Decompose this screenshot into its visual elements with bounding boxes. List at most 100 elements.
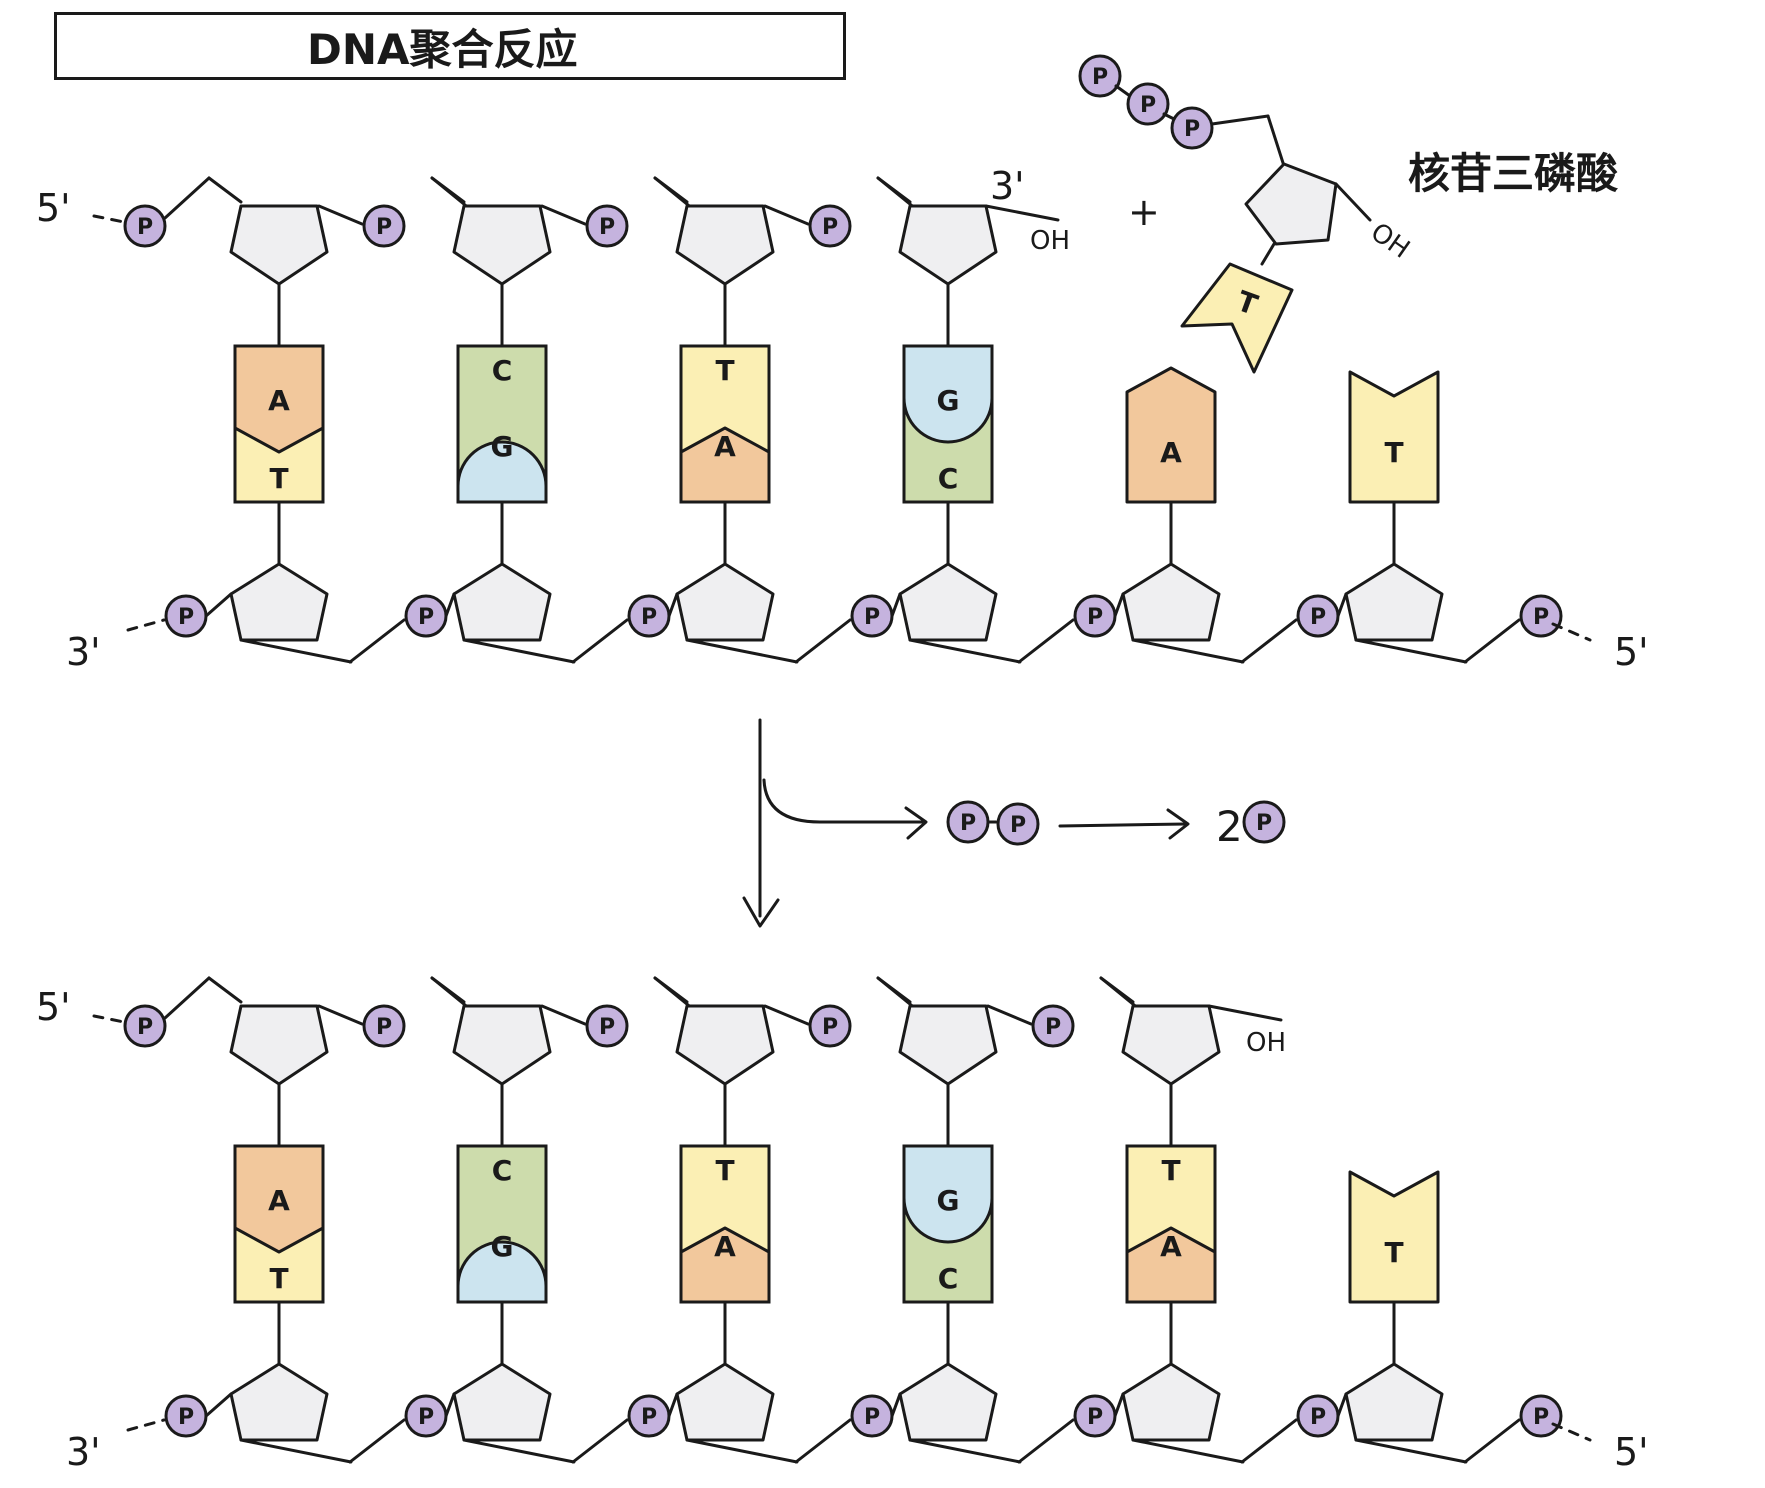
template-top-link-c bbox=[763, 204, 810, 226]
template-top-phosphate: P bbox=[123, 204, 167, 248]
phosphate-label: P bbox=[1087, 605, 1103, 630]
template-bottom-sugar bbox=[675, 562, 775, 642]
pyrophosphate-p1: P bbox=[946, 800, 990, 844]
product-top-sugar bbox=[1121, 1004, 1221, 1086]
bottom-strand-three-prime-label: 3' bbox=[66, 630, 101, 674]
template-base-pair-outline bbox=[456, 344, 548, 504]
ntp-base-T bbox=[1180, 262, 1294, 374]
product-top-link-b bbox=[1099, 976, 1135, 1004]
product-bottom-link-b bbox=[1463, 1418, 1521, 1464]
template-bottom-phosphate: P bbox=[404, 594, 448, 638]
template-top-sugar bbox=[452, 204, 552, 286]
template-bottom-sugar bbox=[452, 562, 552, 642]
template-top-sugar bbox=[898, 204, 998, 286]
product-bottom-sugar bbox=[452, 1362, 552, 1442]
product-top-link-c bbox=[317, 1004, 364, 1026]
phosphate-circle bbox=[808, 204, 852, 248]
phosphate-label: P bbox=[1092, 65, 1108, 90]
product-bottom-link-a bbox=[685, 1438, 799, 1464]
template-bottom-phosphate: P bbox=[1296, 594, 1340, 638]
product-bottom-link-c bbox=[1113, 1392, 1125, 1418]
phosphate-label: P bbox=[376, 1015, 392, 1040]
product-bottom-link-a bbox=[239, 1438, 353, 1464]
template-top-sugar bbox=[229, 204, 329, 286]
ntp-phosphate-3: P bbox=[1170, 106, 1214, 150]
phosphate-circle bbox=[362, 204, 406, 248]
free-phosphate: P bbox=[1242, 800, 1286, 844]
template-top-base-letter: G bbox=[937, 384, 960, 417]
phosphate-label: P bbox=[864, 605, 880, 630]
product-base-pair-outline bbox=[1125, 1144, 1217, 1304]
phosphate-label: P bbox=[1184, 117, 1200, 142]
phosphate-circle bbox=[585, 1004, 629, 1048]
product-bottom-link-c bbox=[667, 1392, 679, 1418]
product-bottom-sugar bbox=[675, 1362, 775, 1442]
phosphate-label: P bbox=[376, 215, 392, 240]
template-bottom-sugar bbox=[898, 562, 998, 642]
phosphate-circle bbox=[996, 802, 1040, 846]
phosphate-label: P bbox=[599, 1015, 615, 1040]
pyrophosphate-p2: P bbox=[996, 802, 1040, 846]
template-unpaired-base-A bbox=[1125, 366, 1217, 504]
template-bottom-three-prime-dash bbox=[126, 618, 166, 632]
product-top-base-letter: G bbox=[937, 1184, 960, 1217]
product-bottom-phosphate: P bbox=[1519, 1394, 1563, 1438]
template-bottom-link-a bbox=[239, 638, 353, 664]
phosphate-label: P bbox=[864, 1405, 880, 1430]
release-arrow-head bbox=[904, 806, 928, 840]
phosphate-label: P bbox=[822, 1015, 838, 1040]
ntp-sugar bbox=[1244, 162, 1338, 246]
product-bottom-base-letter: A bbox=[1160, 1230, 1182, 1263]
phosphate-circle bbox=[808, 1004, 852, 1048]
template-top-link-c bbox=[540, 204, 587, 226]
phosphate-circle bbox=[1126, 82, 1170, 126]
template-top-base-G bbox=[902, 344, 994, 444]
template-base-pair-outline bbox=[679, 344, 771, 504]
phosphate-label: P bbox=[1533, 605, 1549, 630]
product-bottom-sugar bbox=[1121, 1362, 1221, 1442]
product-bottom-five-prime-label: 5' bbox=[1614, 1430, 1649, 1474]
template-bottom-base-letter: G bbox=[491, 430, 514, 463]
template-bottom-link-b bbox=[794, 618, 852, 664]
phosphate-label: P bbox=[599, 215, 615, 240]
template-bottom-link-b bbox=[1240, 618, 1298, 664]
product-top-link-b bbox=[653, 976, 689, 1004]
product-bottom-link-a bbox=[1131, 1438, 1245, 1464]
phosphate-label: P bbox=[641, 1405, 657, 1430]
product-bottom-link-a bbox=[1354, 1438, 1468, 1464]
ntp-name-label: 核苷三磷酸 bbox=[1408, 149, 1619, 198]
product-top-five-prime-label: 5' bbox=[36, 985, 71, 1029]
product-top-link-c bbox=[540, 1004, 587, 1026]
template-bottom-link-a bbox=[1131, 638, 1245, 664]
product-bottom-base-letter: T bbox=[269, 1262, 288, 1295]
template-top-base-letter: T bbox=[715, 354, 734, 387]
product-top-five-prime-dash bbox=[92, 1014, 126, 1024]
product-bottom-link-c bbox=[1336, 1392, 1348, 1418]
template-bottom-base-letter: T bbox=[269, 462, 288, 495]
template-bottom-phosphate: P bbox=[1073, 594, 1117, 638]
phosphate-label: P bbox=[418, 1405, 434, 1430]
product-bottom-link-c bbox=[890, 1392, 902, 1418]
product-top-base-G bbox=[902, 1144, 994, 1244]
hydrolysis-arrow-shaft bbox=[1058, 822, 1188, 828]
product-bottom-sugar bbox=[898, 1362, 998, 1442]
template-bottom-phosphate: P bbox=[850, 594, 894, 638]
phosphate-label: P bbox=[178, 605, 194, 630]
template-bottom-link-a bbox=[1354, 638, 1468, 664]
ntp-oh-bond bbox=[1334, 182, 1372, 222]
template-base-pair-outline bbox=[233, 344, 325, 504]
product-base-pair-outline bbox=[456, 1144, 548, 1304]
template-top-phosphate: P bbox=[808, 204, 852, 248]
top-strand-oh-label: OH bbox=[1030, 226, 1071, 256]
phosphate-label: P bbox=[1256, 811, 1272, 836]
product-bottom-link-b bbox=[348, 1418, 406, 1464]
product-bottom-link-b bbox=[794, 1418, 852, 1464]
product-base-pair-outline bbox=[233, 1144, 325, 1304]
template-bottom-phosphate: P bbox=[627, 594, 671, 638]
product-top-phosphate: P bbox=[808, 1004, 852, 1048]
template-bottom-link-c bbox=[204, 592, 233, 618]
template-top-link-b bbox=[653, 176, 689, 204]
diagram-title: DNA聚合反应 bbox=[307, 24, 578, 74]
product-top-sugar bbox=[229, 1004, 329, 1086]
product-top-phosphate: P bbox=[123, 1004, 167, 1048]
